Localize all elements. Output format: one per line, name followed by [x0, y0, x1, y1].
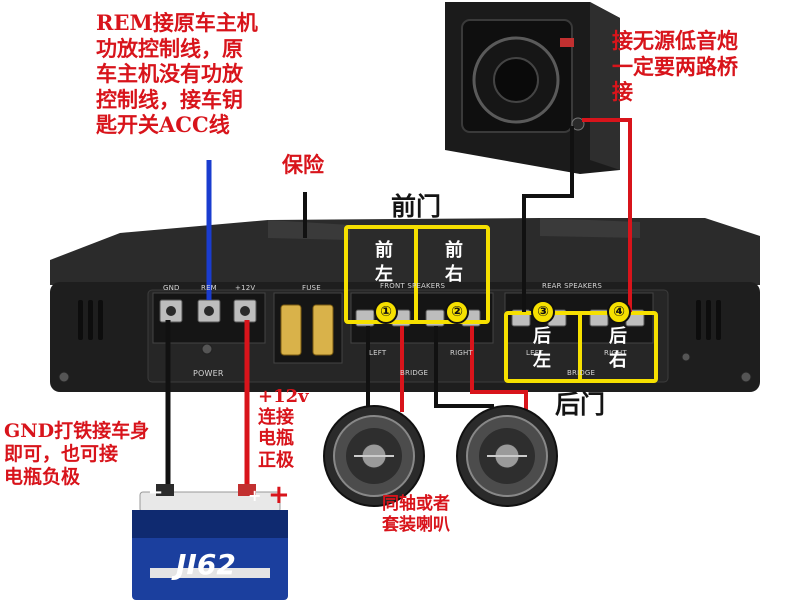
plus12v-annotation-line: 连接 — [258, 407, 294, 429]
battery — [132, 484, 288, 600]
subwoofer-annotation-line: 一定要两路桥 — [612, 53, 738, 79]
rear-left-channel-label-bottom: 左 — [533, 350, 551, 371]
subwoofer-annotation-line: 接无源低音炮 — [612, 28, 738, 53]
plus12v-annotation-line: 电瓶 — [258, 428, 294, 450]
rear-channel-highlight — [504, 311, 658, 383]
rem-annotation-line: 车主机没有功放 — [96, 61, 243, 87]
speaker-annotation: 同轴或者 套装喇叭 — [382, 494, 450, 535]
battery-model-label: JI62 — [176, 548, 236, 581]
gnd-terminal-label: GND — [163, 284, 180, 292]
gnd-annotation-line: 电瓶负极 — [4, 466, 81, 489]
speaker-annotation-line: 套装喇叭 — [382, 514, 450, 535]
front-left-channel-label-bottom: 左 — [375, 264, 393, 285]
rem-annotation-line: 控制线，接车钥 — [96, 86, 243, 112]
channel-4-badge: ④ — [607, 300, 631, 324]
channel-3-badge: ③ — [531, 300, 555, 324]
speaker-left — [323, 405, 425, 507]
front-right-label: RIGHT — [450, 349, 473, 357]
plus12v-annotation: +12v 连接 电瓶 正极 — [258, 386, 309, 471]
plus12v-annotation-line: +12v — [258, 386, 309, 407]
channel-2-badge: ② — [445, 300, 469, 324]
battery-positive-terminal-mark: + — [248, 486, 262, 505]
screws — [58, 343, 752, 383]
rear-door-label: 后门 — [555, 390, 606, 419]
front-left-label: LEFT — [369, 349, 387, 357]
subwoofer-annotation-line: 接 — [612, 79, 633, 105]
rem-terminal-label: REM — [201, 284, 217, 292]
rear-bridge-label: BRIDGE — [567, 369, 596, 377]
plus12v-annotation-line: 正极 — [258, 449, 294, 471]
amplifier-heatsink-ridge-left — [268, 220, 350, 240]
rem-annotation-line: 功放控制线，原 — [96, 35, 243, 61]
rem-annotation-line: REM接原车主机 — [96, 10, 258, 35]
rear-left-channel-label-top: 后 — [533, 326, 551, 347]
gnd-annotation-line: GND打铁接车身 — [4, 420, 150, 442]
gnd-annotation: GND打铁接车身 即可，也可接 电瓶负极 — [4, 420, 149, 490]
front-door-label: 前门 — [391, 192, 442, 221]
fuse-annotation: 保险 — [282, 152, 324, 178]
front-right-channel-label-bottom: 右 — [445, 264, 463, 285]
fuse-block-label: FUSE — [302, 284, 321, 292]
rear-right-channel-label-top: 后 — [609, 326, 627, 347]
battery-negative-terminal-mark: − — [148, 482, 164, 503]
power-label: POWER — [193, 369, 224, 378]
subwoofer-annotation: 接无源低音炮 一定要两路桥 接 — [612, 28, 738, 105]
fuse-annotation-text: 保险 — [282, 152, 324, 177]
rem-annotation: REM接原车主机 功放控制线，原 车主机没有功放 控制线，接车钥 匙开关ACC线 — [96, 10, 258, 138]
front-channel-highlight — [344, 225, 490, 324]
amplifier-heatsink-ridge-right — [540, 218, 640, 238]
fuse-block — [273, 292, 343, 364]
rem-annotation-line: 匙开关ACC线 — [96, 112, 230, 138]
speaker-right — [456, 405, 558, 507]
front-left-speaker-wires — [366, 326, 404, 412]
rear-right-label: RIGHT — [604, 349, 627, 357]
front-speakers-label: FRONT SPEAKERS — [380, 282, 446, 290]
rear-speakers-label: REAR SPEAKERS — [542, 282, 602, 290]
speaker-annotation-line: 同轴或者 — [382, 494, 450, 514]
gnd-annotation-line: 即可，也可接 — [4, 443, 119, 466]
subwoofer-box — [445, 2, 620, 174]
battery-positive-mark: + — [268, 480, 290, 510]
plus12v-terminal-label: +12V — [235, 284, 256, 292]
rear-right-channel-label-bottom: 右 — [609, 350, 627, 371]
channel-1-badge: ① — [374, 300, 398, 324]
front-bridge-label: BRIDGE — [400, 369, 429, 377]
amplifier-vents — [78, 300, 721, 340]
rear-left-label: LEFT — [526, 349, 544, 357]
front-left-channel-label-top: 前 — [375, 240, 393, 261]
front-right-channel-label-top: 前 — [445, 240, 463, 261]
subwoofer-wires — [522, 118, 632, 312]
